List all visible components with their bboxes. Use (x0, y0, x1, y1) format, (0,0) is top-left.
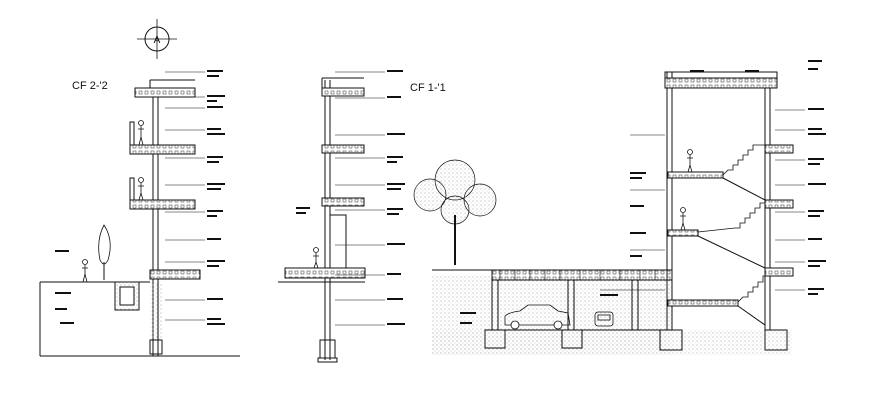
section-right-building (413, 60, 826, 355)
person-figure (82, 259, 88, 283)
north-marker: A (137, 19, 177, 59)
car (504, 304, 571, 330)
person-figure (138, 177, 144, 201)
north-marker-letter: A (154, 35, 161, 46)
person-figure (680, 207, 686, 231)
person-figure (687, 149, 693, 173)
section-cf-2-2 (39, 70, 240, 357)
tree (413, 159, 497, 265)
section-cf-1-1 (278, 70, 405, 363)
person-figure (138, 120, 144, 146)
car-front (594, 311, 614, 327)
person-figure (313, 247, 319, 269)
section-label-cf-2-2: CF 2-'2 (72, 80, 108, 92)
section-label-cf-1-1: CF 1-'1 (410, 82, 446, 94)
